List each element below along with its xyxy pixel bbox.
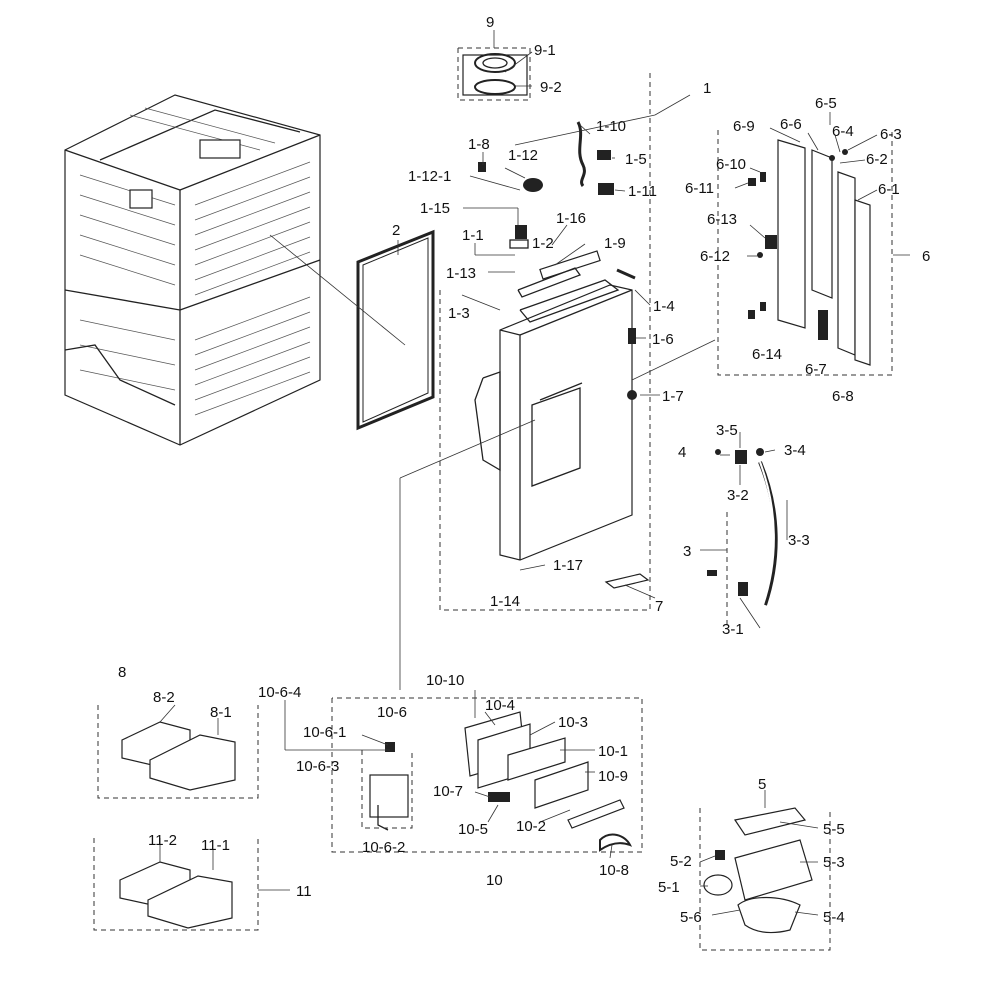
- label-1-13: 1-13: [446, 265, 476, 282]
- dispenser-assembly: [369, 711, 633, 852]
- door-gasket: [356, 229, 435, 431]
- refrigerator-cabinet: [64, 94, 321, 446]
- label-11-1: 11-1: [201, 837, 230, 854]
- label-9-1: 9-1: [534, 42, 556, 59]
- label-4: 4: [678, 444, 686, 461]
- label-11-2: 11-2: [148, 832, 177, 849]
- label-6-2: 6-2: [866, 151, 888, 168]
- label-10-6-4: 10-6-4: [258, 684, 301, 701]
- ice-maker-assembly: [703, 807, 813, 934]
- label-1-4: 1-4: [653, 298, 675, 315]
- label-6-5: 6-5: [815, 95, 837, 112]
- label-6-10: 6-10: [716, 156, 746, 173]
- label-6-3: 6-3: [880, 126, 902, 143]
- label-8-2: 8-2: [153, 689, 175, 706]
- label-6-11: 6-11: [685, 180, 714, 197]
- label-2: 2: [392, 222, 400, 239]
- label-5-5: 5-5: [823, 821, 845, 838]
- label-1-17: 1-17: [553, 557, 583, 574]
- label-6-12: 6-12: [700, 248, 730, 265]
- part-labels: 9 9-1 9-2 1 1-10 1-8 1-5 1-12-1 1-12 1-1…: [118, 14, 930, 926]
- water-tank-assembly: [707, 448, 778, 606]
- label-10-9: 10-9: [598, 768, 628, 785]
- label-1-12-1: 1-12-1: [408, 168, 451, 185]
- label-1-10: 1-10: [596, 118, 626, 135]
- label-10-8: 10-8: [599, 862, 629, 879]
- door-assembly: [474, 250, 637, 561]
- label-1-6: 1-6: [652, 331, 674, 348]
- label-3-5: 3-5: [716, 422, 738, 439]
- label-5-2: 5-2: [670, 853, 692, 870]
- label-10: 10: [486, 872, 503, 889]
- label-10-7: 10-7: [433, 783, 463, 800]
- label-1: 1: [703, 80, 711, 97]
- door-handle-assembly: [748, 139, 871, 366]
- label-1-8: 1-8: [468, 136, 490, 153]
- label-1-2: 1-2: [532, 235, 554, 252]
- label-10-3: 10-3: [558, 714, 588, 731]
- label-10-1: 10-1: [598, 743, 628, 760]
- label-10-6-1: 10-6-1: [303, 724, 346, 741]
- label-1-1: 1-1: [462, 227, 484, 244]
- label-7: 7: [655, 598, 663, 615]
- label-9-2: 9-2: [540, 79, 562, 96]
- label-10-6-3: 10-6-3: [296, 758, 339, 775]
- label-5-6: 5-6: [680, 909, 702, 926]
- label-5-1: 5-1: [658, 879, 680, 896]
- label-3-4: 3-4: [784, 442, 806, 459]
- door-bracket-part: [604, 573, 650, 589]
- label-6-9: 6-9: [733, 118, 755, 135]
- label-1-14: 1-14: [490, 593, 520, 610]
- duct-parts: [119, 721, 236, 929]
- label-6-1: 6-1: [878, 181, 900, 198]
- group-outlines: [93, 47, 893, 951]
- label-3-2: 3-2: [727, 487, 749, 504]
- label-1-5: 1-5: [625, 151, 647, 168]
- label-9: 9: [486, 14, 494, 31]
- label-6: 6: [922, 248, 930, 265]
- label-3: 3: [683, 543, 691, 560]
- label-5-3: 5-3: [823, 854, 845, 871]
- label-6-14: 6-14: [752, 346, 782, 363]
- label-10-2: 10-2: [516, 818, 546, 835]
- label-8-1: 8-1: [210, 704, 232, 721]
- label-8: 8: [118, 664, 126, 681]
- label-1-12: 1-12: [508, 147, 538, 164]
- label-11: 11: [296, 883, 312, 900]
- door-top-parts: [462, 53, 636, 298]
- label-1-3: 1-3: [448, 305, 470, 322]
- label-5-4: 5-4: [823, 909, 845, 926]
- label-1-11: 1-11: [628, 183, 657, 200]
- leader-lines: [159, 30, 910, 916]
- label-6-13: 6-13: [707, 211, 737, 228]
- label-1-16: 1-16: [556, 210, 586, 227]
- label-6-6: 6-6: [780, 116, 802, 133]
- label-1-15: 1-15: [420, 200, 450, 217]
- label-1-9: 1-9: [604, 235, 626, 252]
- label-3-1: 3-1: [722, 621, 744, 638]
- label-6-7: 6-7: [805, 361, 827, 378]
- label-3-3: 3-3: [788, 532, 810, 549]
- label-10-4: 10-4: [485, 697, 515, 714]
- label-10-10: 10-10: [426, 672, 464, 689]
- label-6-8: 6-8: [832, 388, 854, 405]
- label-1-7: 1-7: [662, 388, 684, 405]
- label-6-4: 6-4: [832, 123, 854, 140]
- label-10-5: 10-5: [458, 821, 488, 838]
- label-5: 5: [758, 776, 766, 793]
- label-10-6: 10-6: [377, 704, 407, 721]
- label-10-6-2: 10-6-2: [362, 839, 405, 856]
